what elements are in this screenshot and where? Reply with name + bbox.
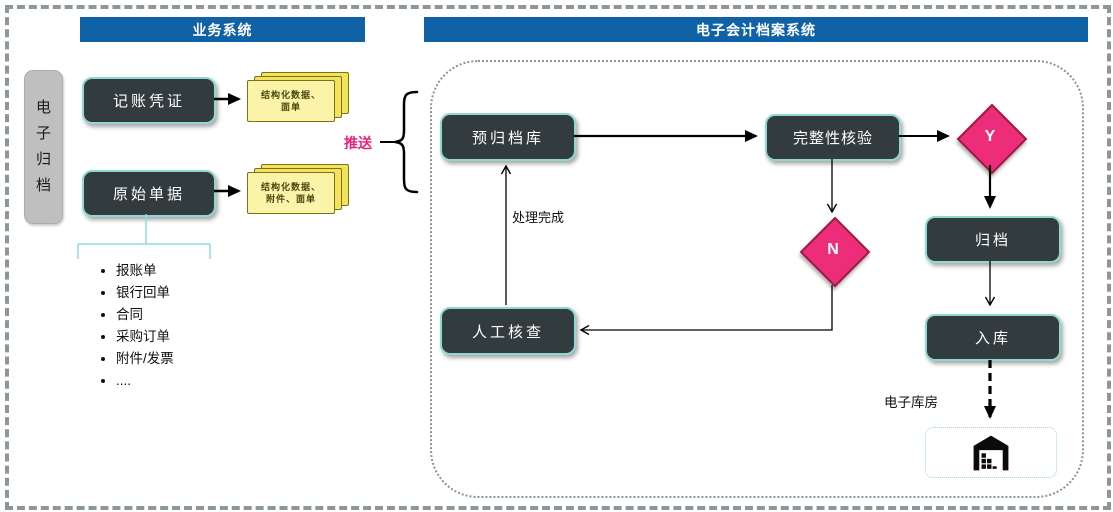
node-bookkeeping-voucher-label: 记账凭证 <box>112 93 185 110</box>
node-warehouse-in: 入库 <box>925 314 1061 361</box>
doc-type-item: 合同 <box>116 304 174 326</box>
node-integrity-check: 完整性核验 <box>765 114 901 161</box>
node-pre-archive-library-label: 预归档库 <box>471 129 544 147</box>
header-archive-system-label: 电子会计档案系统 <box>696 21 816 38</box>
doc-type-item: 采购订单 <box>116 326 174 348</box>
electronic-archiving-rail-label: 电子归档 <box>35 98 51 195</box>
doc-type-item: 银行回单 <box>116 282 174 304</box>
node-integrity-check-label: 完整性核验 <box>792 130 873 147</box>
document-type-list: 报账单 银行回单 合同 采购订单 附件/发票 .... <box>92 260 174 392</box>
docstack-voucher-front: 结构化数据、 面单 <box>247 80 335 122</box>
push-label: 推送 <box>344 135 372 151</box>
docstack-original-front: 结构化数据、 附件、面单 <box>247 172 335 214</box>
docstack-original: 结构化数据、 附件、面单 <box>247 164 349 218</box>
docstack-original-line1: 结构化数据、 <box>260 181 321 192</box>
decision-no-label: N <box>827 241 839 258</box>
archive-system-container <box>430 60 1084 498</box>
node-manual-check: 人工核查 <box>440 307 576 355</box>
e-warehouse-box <box>925 427 1057 478</box>
doc-type-item: .... <box>116 370 174 392</box>
warehouse-icon <box>973 435 1009 470</box>
docstack-voucher: 结构化数据、 面单 <box>247 72 349 126</box>
docstack-original-line2: 附件、面单 <box>265 194 316 204</box>
process-done-label: 处理完成 <box>512 210 565 225</box>
decision-yes-label: Y <box>984 128 996 145</box>
node-archive: 归档 <box>925 216 1061 263</box>
node-warehouse-in-label: 入库 <box>974 330 1011 347</box>
node-bookkeeping-voucher: 记账凭证 <box>82 77 216 124</box>
electronic-archiving-rail: 电子归档 <box>24 70 63 224</box>
doc-type-item: 报账单 <box>116 260 174 282</box>
node-manual-check-label: 人工核查 <box>471 323 544 341</box>
node-archive-label: 归档 <box>974 232 1011 249</box>
e-warehouse-label: 电子库房 <box>884 395 938 410</box>
doc-type-item: 附件/发票 <box>116 348 174 370</box>
docstack-voucher-line2: 面单 <box>280 102 301 112</box>
node-original-documents-label: 原始单据 <box>112 186 185 203</box>
header-business-system: 业务系统 <box>80 17 365 42</box>
docstack-voucher-line1: 结构化数据、 <box>260 89 321 100</box>
node-pre-archive-library: 预归档库 <box>440 113 576 161</box>
outer-dashed-border <box>5 5 1111 510</box>
node-original-documents: 原始单据 <box>82 170 216 217</box>
header-business-system-label: 业务系统 <box>192 21 253 38</box>
header-archive-system: 电子会计档案系统 <box>424 17 1088 42</box>
